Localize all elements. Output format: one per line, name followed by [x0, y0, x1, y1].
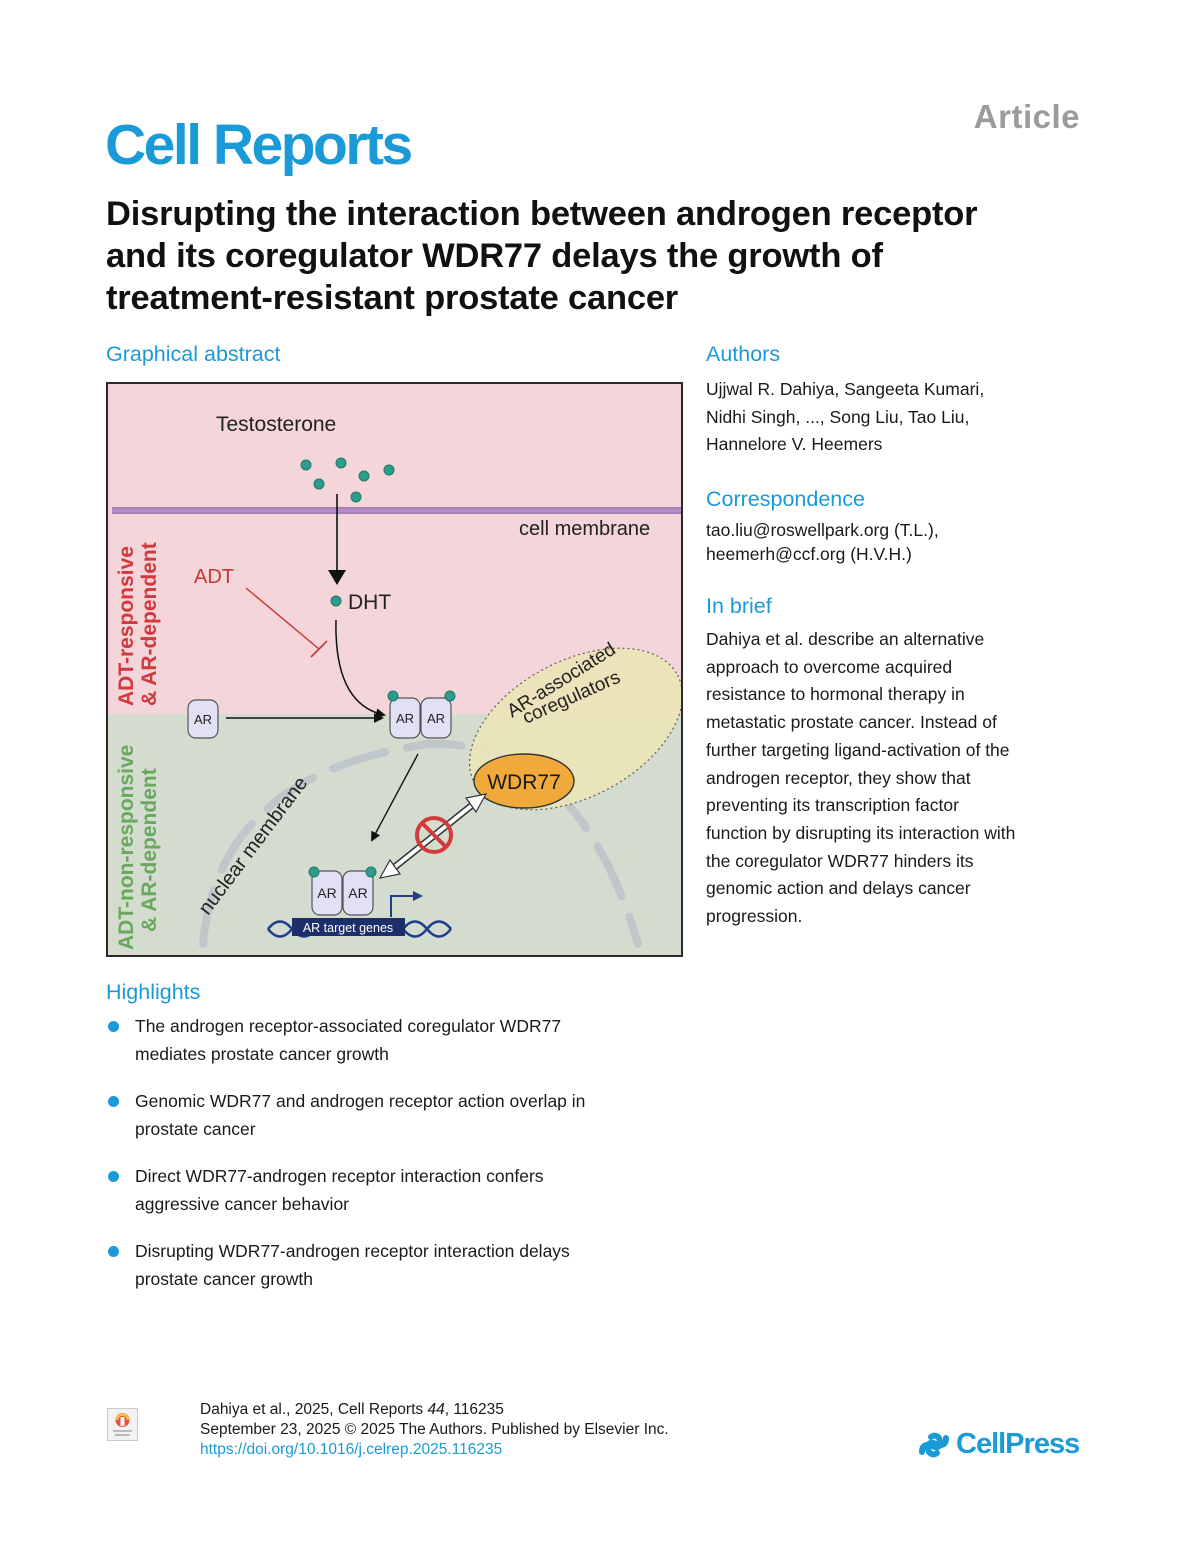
nuclear-membrane — [199, 739, 642, 948]
zone-labels: ADT-responsive & AR-dependent ADT-non-re… — [115, 542, 161, 950]
testosterone-label: Testosterone — [216, 413, 336, 436]
authors-line: Nidhi Singh, ..., Song Liu, Tao Liu, — [706, 406, 970, 427]
doi-link[interactable]: https://doi.org/10.1016/j.celrep.2025.11… — [200, 1441, 503, 1458]
crossmark-icon — [113, 1413, 132, 1436]
in-brief-line: the coregulator WDR77 hinders its — [706, 850, 974, 871]
correspondence-emails: tao.liu@roswellpark.org (T.L.), heemerh@… — [706, 518, 939, 566]
bullet-icon — [108, 1096, 119, 1107]
ar-monomer: AR — [187, 699, 219, 739]
in-brief-line: function by disrupting its interaction w… — [706, 822, 1016, 843]
in-brief-line: metastatic prostate cancer. Instead of — [706, 712, 997, 733]
bullet-icon — [108, 1171, 119, 1182]
citation-line: Dahiya et al., 2025, Cell Reports 44, 11… — [200, 1401, 504, 1418]
in-brief-line: preventing its transcription factor — [706, 795, 959, 816]
email-link[interactable]: heemerh@ccf.org (H.V.H.) — [706, 544, 912, 564]
in-brief-line: further targeting ligand-activation of t… — [706, 739, 1010, 760]
ar-target-genes-box: AR target genes — [292, 918, 405, 936]
highlights-list: The androgen receptor-associated coregul… — [106, 1012, 686, 1312]
bullet-icon — [108, 1021, 119, 1032]
authors-line: Ujjwal R. Dahiya, Sangeeta Kumari, — [706, 379, 985, 399]
in-brief-line: genomic action and delays cancer — [706, 878, 971, 899]
no-symbol-icon — [415, 816, 453, 854]
svg-text:AR: AR — [317, 885, 336, 901]
authors-heading: Authors — [706, 342, 781, 366]
article-type-label: Article — [973, 98, 1080, 135]
cellpress-logo-icon — [919, 1432, 949, 1457]
zone-bottom-label-1: ADT-non-responsive — [115, 745, 138, 950]
svg-text:AR: AR — [427, 711, 445, 726]
zone-top-label-1: ADT-responsive — [115, 546, 138, 706]
authors-list: Ujjwal R. Dahiya, Sangeeta Kumari, Nidhi… — [706, 376, 984, 459]
svg-text:AR: AR — [396, 711, 414, 726]
highlight-item: Disrupting WDR77-androgen receptor inter… — [106, 1237, 686, 1293]
in-brief-line: Dahiya et al. describe an alternative — [706, 629, 985, 649]
dht-label: DHT — [348, 591, 391, 614]
highlight-item: Genomic WDR77 and androgen receptor acti… — [106, 1087, 686, 1143]
journal-title: Cell Reports — [105, 113, 413, 177]
in-brief-heading: In brief — [706, 594, 772, 618]
wdr77-node: WDR77 — [473, 753, 575, 809]
publication-date-line: September 23, 2025 © 2025 The Authors. P… — [200, 1421, 669, 1438]
ar-dimer-nucleus: AR AR — [308, 866, 377, 916]
svg-text:AR: AR — [194, 712, 212, 727]
bullet-icon — [108, 1246, 119, 1257]
graphical-abstract-figure: ADT-responsive & AR-dependent ADT-non-re… — [106, 382, 683, 957]
in-brief-line: androgen receptor, they show that — [706, 767, 971, 788]
cell-membrane-label: cell membrane — [519, 518, 650, 540]
in-brief-line: progression. — [706, 906, 803, 927]
adt-label: ADT — [194, 566, 234, 588]
in-brief-line: approach to overcome acquired — [706, 656, 953, 677]
in-brief-line: resistance to hormonal therapy in — [706, 684, 965, 705]
svg-text:AR target genes: AR target genes — [303, 921, 393, 935]
ar-dimer-cytoplasm: AR AR — [387, 690, 456, 739]
highlight-item: The androgen receptor-associated coregul… — [106, 1012, 686, 1068]
svg-text:WDR77: WDR77 — [487, 771, 561, 794]
cell-membrane — [112, 507, 681, 514]
highlights-heading: Highlights — [106, 980, 201, 1004]
graphical-abstract-heading: Graphical abstract — [106, 342, 281, 366]
in-brief-text: Dahiya et al. describe an alternative ap… — [706, 626, 1015, 931]
cellpress-logo-text: CellPress — [956, 1428, 1080, 1460]
zone-top-label-2: & AR-dependent — [138, 542, 161, 706]
check-for-updates-badge[interactable] — [107, 1408, 138, 1441]
authors-line: Hannelore V. Heemers — [706, 434, 883, 455]
testosterone-molecules — [300, 457, 395, 503]
correspondence-heading: Correspondence — [706, 487, 865, 511]
highlight-item: Direct WDR77-androgen receptor interacti… — [106, 1162, 686, 1218]
svg-text:AR: AR — [348, 885, 367, 901]
email-link[interactable]: tao.liu@roswellpark.org (T.L.), — [706, 520, 939, 540]
paper-title: Disrupting the interaction between andro… — [106, 195, 978, 317]
citation-block: Dahiya et al., 2025, Cell Reports 44, 11… — [200, 1400, 669, 1460]
zone-bottom-label-2: & AR-dependent — [138, 768, 161, 932]
cellpress-logo: CellPress — [918, 1428, 1080, 1461]
